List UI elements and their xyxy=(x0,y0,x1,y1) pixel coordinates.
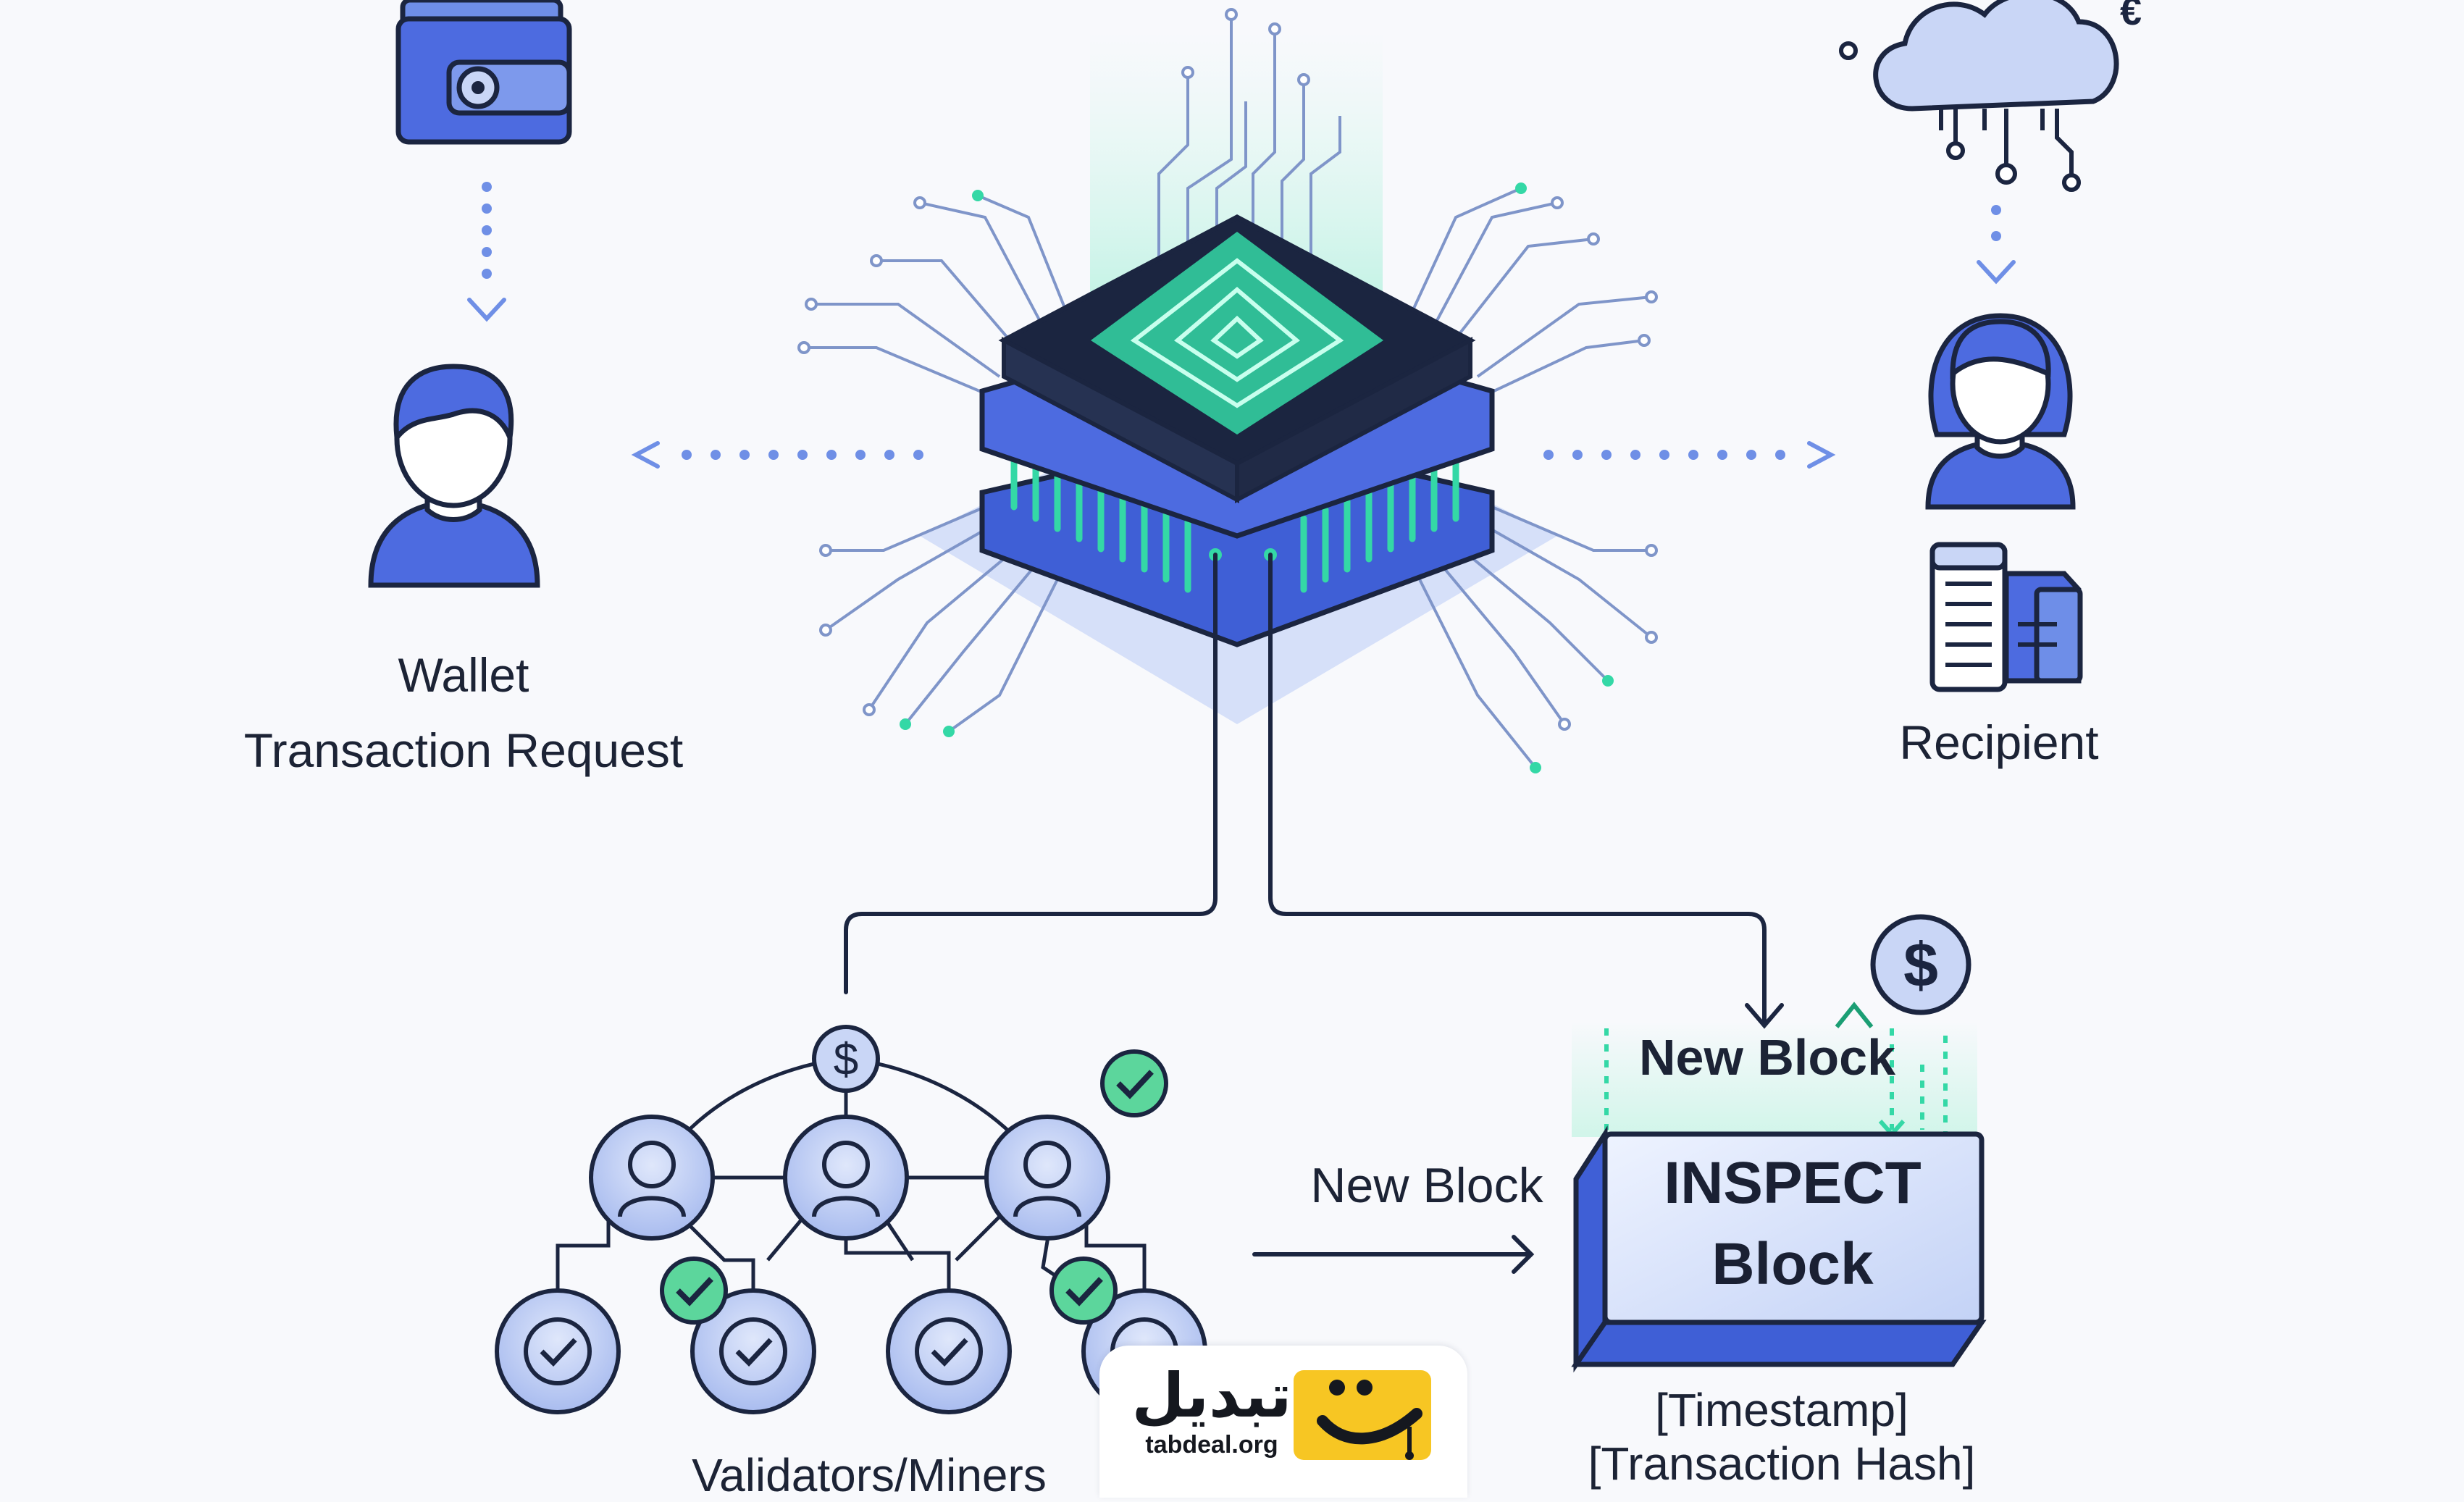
recipient-label: Recipient xyxy=(1899,716,2099,769)
green-check-badge-icon xyxy=(660,1049,1168,1325)
wallet-down-arrow-icon xyxy=(467,182,506,322)
wallet-icon xyxy=(395,0,572,145)
dollar-coin-icon: $ xyxy=(812,1025,880,1093)
cloud-down-arrow-icon xyxy=(1977,205,2016,285)
watermark-name: تبدیل xyxy=(1131,1362,1292,1430)
new-block-top-label: New Block xyxy=(1639,1029,1895,1086)
validators-label: Validators/Miners xyxy=(692,1449,1047,1501)
check-node-3 xyxy=(886,1288,1012,1414)
recipient-user-icon xyxy=(1925,313,2076,510)
new-block-arrow-icon xyxy=(1252,1235,1535,1274)
validator-node-3 xyxy=(984,1115,1110,1241)
euro-symbol: € xyxy=(2120,0,2142,33)
svg-text:$: $ xyxy=(1903,931,1938,1000)
wallet-title: Wallet xyxy=(398,648,529,702)
timestamp-field: [Timestamp] xyxy=(1655,1384,1908,1436)
new-block-arrow-label: New Block xyxy=(1310,1158,1543,1213)
left-dotted-arrow-icon xyxy=(631,441,923,469)
transaction-hash-field: [Transaction Hash] xyxy=(1588,1438,1976,1490)
watermark-url: tabdeal.org xyxy=(1145,1431,1278,1459)
right-dotted-arrow-icon xyxy=(1543,441,1836,469)
tabdeal-watermark: تبدیل tabdeal.org xyxy=(1099,1346,1467,1498)
validator-node-1 xyxy=(589,1115,715,1241)
block-glow xyxy=(1572,1002,1977,1161)
check-node-1 xyxy=(495,1288,621,1414)
inspect-block-box xyxy=(1571,1125,1987,1373)
svg-text:$: $ xyxy=(834,1035,858,1085)
validator-node-2 xyxy=(783,1115,909,1241)
cloud-network-icon: € xyxy=(1839,0,2142,192)
validator-network: $ xyxy=(495,1025,1207,1414)
block-fields-label: [Timestamp] [Transaction Hash] xyxy=(1557,1383,2006,1490)
wallet-label: Wallet Transaction Request xyxy=(94,637,833,788)
processor-chip-icon xyxy=(797,8,1658,773)
wallet-subtitle: Transaction Request xyxy=(243,723,684,777)
check-node-2 xyxy=(690,1288,816,1414)
tabdeal-logo-icon xyxy=(1294,1370,1431,1460)
document-stack-icon xyxy=(1929,542,2083,692)
inspect-block-line2: Block xyxy=(1711,1231,1874,1297)
inspect-block-line1: INSPECT xyxy=(1664,1150,1922,1216)
sender-user-icon xyxy=(368,364,540,588)
inspect-block-label: INSPECT Block xyxy=(1593,1143,1992,1305)
block-dollar-coin-icon: $ xyxy=(1870,914,1971,1015)
